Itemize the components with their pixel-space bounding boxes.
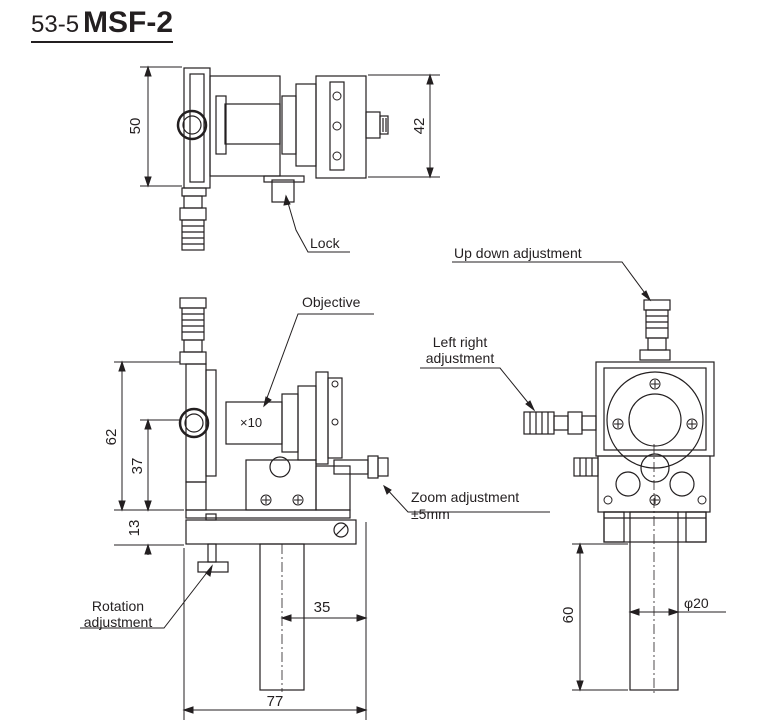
left-right-label-line1: Left right	[433, 334, 488, 350]
up-down-label: Up down adjustment	[454, 245, 582, 261]
rotation-leader	[80, 564, 213, 629]
top-height-label: 42	[411, 118, 428, 135]
side-base-length-label: 77	[267, 693, 284, 710]
side-offset-label: 35	[314, 599, 331, 616]
top-view: 50 42 Lock	[127, 65, 440, 253]
zoom-label-line1: Zoom adjustment	[411, 489, 519, 505]
front-post-dimension	[572, 542, 628, 692]
left-right-leader	[420, 367, 536, 412]
left-right-label-line2: adjustment	[426, 350, 495, 366]
side-view-body	[178, 363, 389, 692]
front-view-knob	[639, 299, 671, 361]
front-post-length-label: 60	[560, 607, 577, 624]
side-view: ×10 Objective Zoom adjustment ±5mm Rotat…	[80, 294, 550, 720]
front-view-body	[523, 361, 715, 694]
side-view-knob	[179, 297, 207, 365]
front-view: Up down adjustment Left right adjustment…	[420, 245, 726, 694]
objective-leader	[263, 313, 374, 408]
model-name: MSF-2	[83, 6, 174, 39]
rotation-label-line2: adjustment	[84, 614, 153, 630]
top-view-body	[176, 67, 389, 251]
front-diameter-dimension	[628, 608, 726, 616]
side-upper-height-label: 37	[129, 458, 146, 475]
lock-leader	[283, 194, 350, 253]
side-total-height-label: 62	[103, 429, 120, 446]
top-width-label: 50	[127, 118, 144, 135]
objective-label: Objective	[302, 294, 361, 310]
zoom-leader	[383, 484, 550, 513]
up-down-leader	[452, 261, 652, 302]
zoom-label-line2: ±5mm	[411, 506, 450, 522]
lock-label: Lock	[310, 235, 341, 251]
side-height-dimensions	[114, 360, 184, 555]
front-diameter-label: φ20	[684, 595, 709, 611]
magnification-label: ×10	[240, 415, 262, 430]
side-base-height-label: 13	[126, 520, 143, 537]
rotation-label-line1: Rotation	[92, 598, 144, 614]
side-width-dimensions	[182, 522, 368, 720]
top-height-dimension	[368, 73, 440, 179]
top-width-dimension	[140, 65, 182, 188]
section-code: 53-5	[31, 11, 80, 38]
